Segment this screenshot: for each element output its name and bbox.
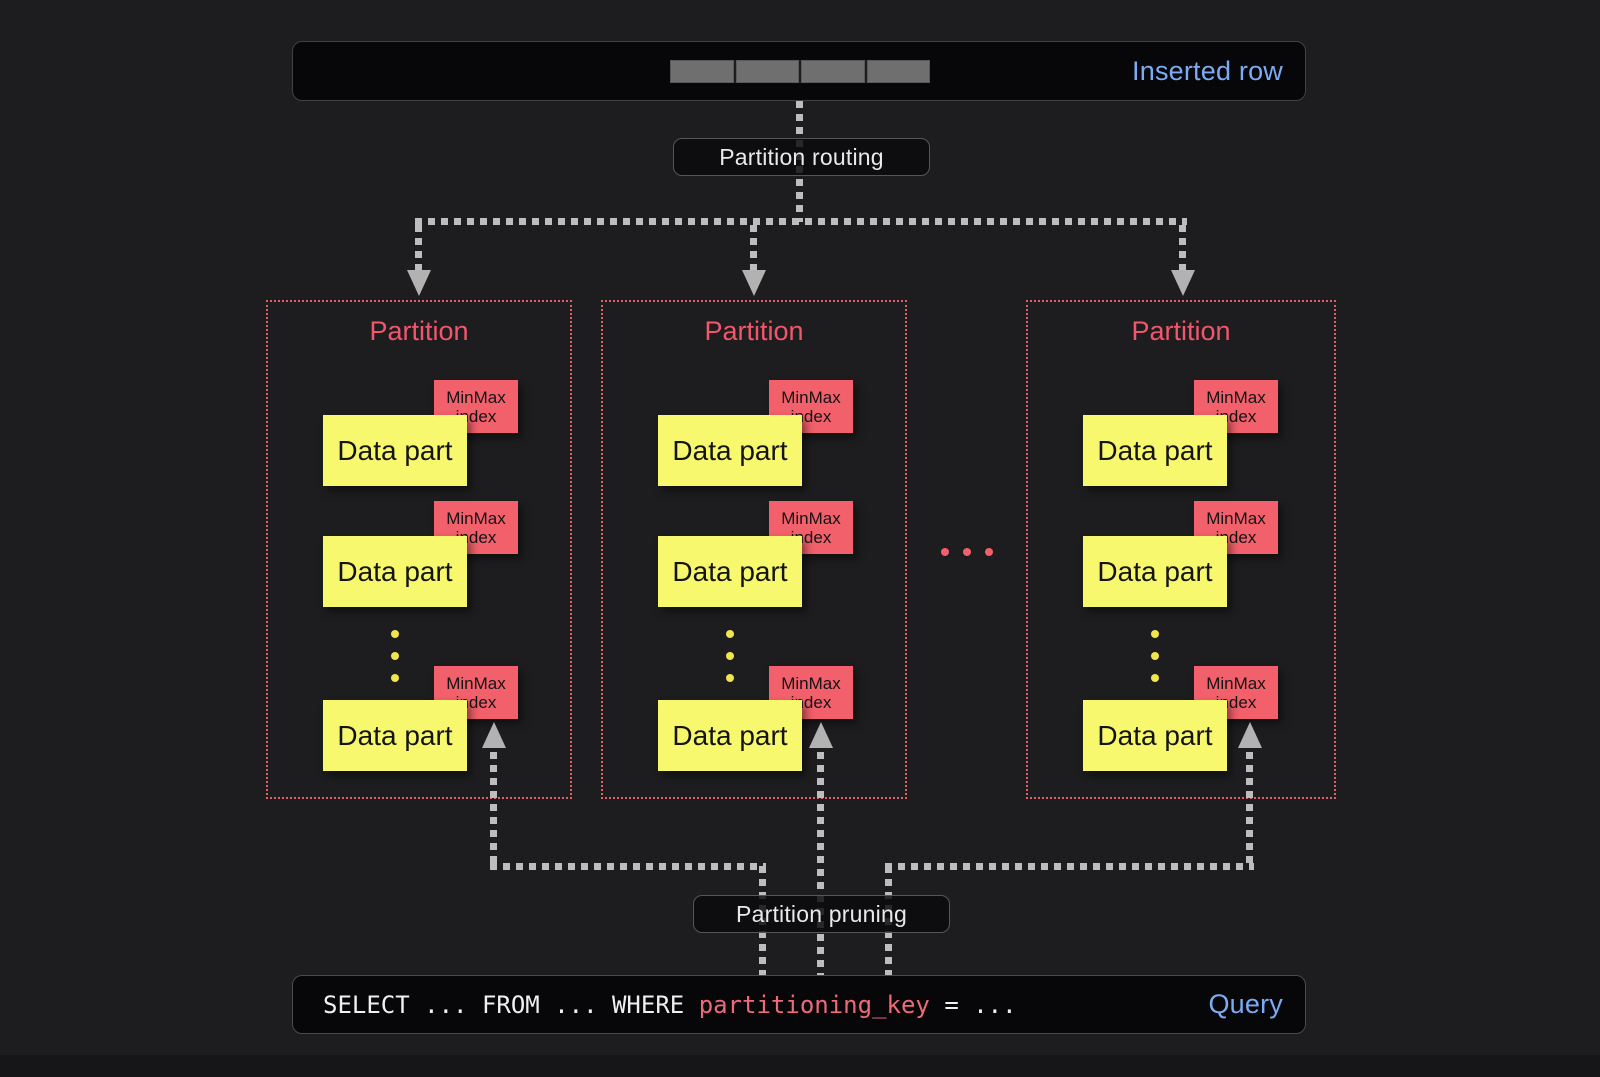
- partition-title: Partition: [1131, 316, 1231, 346]
- pruning-connector-line: [885, 863, 1254, 870]
- data-part-box: Data part: [658, 415, 802, 486]
- arrowhead-down-icon: [407, 270, 431, 296]
- routing-connector-line: [415, 225, 422, 272]
- partition-box: Partition MinMax index Data part MinMax …: [601, 300, 907, 799]
- partition-pruning-text: Partition pruning: [736, 900, 907, 927]
- partition-routing-label: Partition routing: [673, 138, 930, 176]
- more-data-parts-ellipsis-icon: [726, 630, 734, 696]
- row-segment: [866, 60, 930, 83]
- row-segment: [801, 60, 867, 83]
- data-part-box: Data part: [658, 700, 802, 771]
- row-segments: [670, 60, 930, 83]
- more-data-parts-ellipsis-icon: [1151, 630, 1159, 696]
- minmax-line: MinMax: [446, 673, 506, 693]
- inserted-row-bar: Inserted row: [292, 41, 1306, 101]
- arrowhead-down-icon: [742, 270, 766, 296]
- data-part-box: Data part: [323, 700, 467, 771]
- partition-pruning-label: Partition pruning: [693, 895, 950, 933]
- query-code-prefix: SELECT ... FROM ... WHERE: [323, 990, 699, 1019]
- partition-box: Partition MinMax index Data part MinMax …: [266, 300, 572, 799]
- routing-connector-line: [750, 225, 757, 272]
- minmax-line: MinMax: [1206, 387, 1266, 407]
- data-part-box: Data part: [658, 536, 802, 607]
- arrowhead-up-icon: [809, 722, 833, 748]
- more-data-parts-ellipsis-icon: [391, 630, 399, 696]
- query-code-suffix: = ...: [929, 990, 1017, 1019]
- pruning-connector-line: [1246, 752, 1253, 867]
- row-segment: [670, 60, 736, 83]
- query-label: Query: [1208, 989, 1283, 1019]
- pruning-connector-line: [817, 752, 824, 975]
- pruning-connector-line: [490, 863, 766, 870]
- query-code: SELECT ... FROM ... WHERE partitioning_k…: [323, 976, 1017, 1033]
- minmax-line: MinMax: [781, 673, 841, 693]
- partition-title: Partition: [369, 316, 469, 346]
- partition-routing-text: Partition routing: [719, 143, 884, 170]
- partitioning-key-text: partitioning_key: [698, 990, 930, 1019]
- data-part-box: Data part: [1083, 700, 1227, 771]
- arrowhead-up-icon: [482, 722, 506, 748]
- data-part-box: Data part: [323, 415, 467, 486]
- minmax-line: MinMax: [1206, 508, 1266, 528]
- routing-connector-line: [415, 218, 1187, 225]
- pruning-connector-line: [490, 752, 497, 867]
- partition-box: Partition MinMax index Data part MinMax …: [1026, 300, 1336, 799]
- minmax-line: MinMax: [1206, 673, 1266, 693]
- minmax-line: MinMax: [781, 508, 841, 528]
- minmax-line: MinMax: [446, 387, 506, 407]
- bottom-border-band: [0, 1055, 1600, 1077]
- more-partitions-ellipsis-icon: [941, 548, 993, 556]
- inserted-row-label: Inserted row: [1132, 55, 1283, 86]
- routing-connector-line: [1179, 225, 1186, 272]
- data-part-box: Data part: [323, 536, 467, 607]
- arrowhead-down-icon: [1171, 270, 1195, 296]
- data-part-box: Data part: [1083, 536, 1227, 607]
- minmax-line: MinMax: [446, 508, 506, 528]
- minmax-line: MinMax: [781, 387, 841, 407]
- data-part-box: Data part: [1083, 415, 1227, 486]
- query-bar: SELECT ... FROM ... WHERE partitioning_k…: [292, 975, 1306, 1034]
- arrowhead-up-icon: [1238, 722, 1262, 748]
- partition-title: Partition: [704, 316, 804, 346]
- row-segment: [735, 60, 801, 83]
